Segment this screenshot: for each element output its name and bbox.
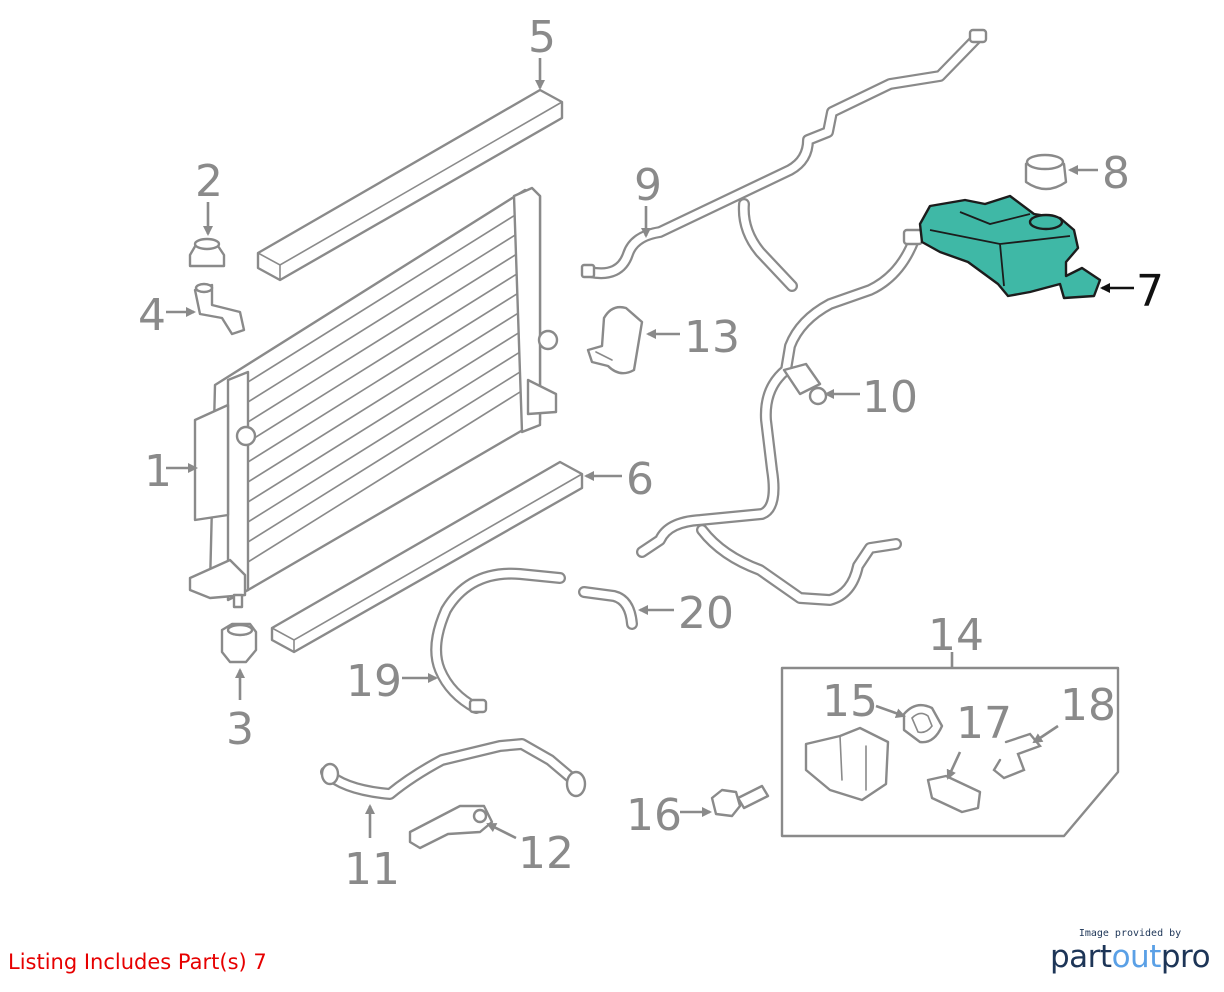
part-16-bolt: [710, 784, 770, 818]
part-1-radiator: [188, 186, 559, 609]
callout-13: 13: [684, 312, 740, 363]
callout-2: 2: [195, 156, 223, 207]
callout-6: 6: [626, 454, 654, 505]
part-10-hose: [636, 228, 924, 606]
callout-11: 11: [344, 844, 400, 895]
part-8-cap: [1024, 153, 1068, 191]
callout-18: 18: [1060, 680, 1116, 731]
brand-name-part1: part: [1050, 939, 1112, 975]
brand-wordmark: partoutpro: [1050, 939, 1211, 975]
part-4-bracket: [193, 282, 246, 336]
callout-labels: 5 2 4 1 3 6 7 8 9 10 13 20 19 11 12 16 1…: [138, 12, 1164, 895]
part-14-group: [780, 652, 1120, 838]
callout-3: 3: [226, 704, 254, 755]
part-11-hose: [320, 738, 587, 800]
brand-logo: Image provided by partoutpro: [1050, 928, 1211, 975]
part-2-cap: [188, 237, 226, 268]
callout-10: 10: [862, 372, 918, 423]
part-6-lower-seal: [270, 460, 584, 654]
callout-20: 20: [678, 588, 734, 639]
part-12-bracket: [408, 804, 494, 850]
callout-17: 17: [956, 698, 1012, 749]
brand-name-part3: pro: [1160, 939, 1211, 975]
callout-12: 12: [518, 828, 574, 879]
part-20-pipe: [578, 586, 638, 630]
callout-16: 16: [626, 790, 682, 841]
listing-includes-note: Listing Includes Part(s) 7: [8, 950, 267, 974]
callout-9: 9: [634, 160, 662, 211]
part-7-reservoir: [918, 194, 1102, 300]
part-19-hose: [430, 567, 566, 714]
part-3-mount: [220, 622, 258, 664]
part-9-tube: [580, 28, 988, 292]
callout-4: 4: [138, 290, 166, 341]
callout-1: 1: [144, 446, 172, 497]
image-provided-by-label: Image provided by: [1078, 928, 1182, 939]
callout-14: 14: [928, 610, 984, 661]
callout-8: 8: [1102, 148, 1130, 199]
callout-15: 15: [822, 676, 878, 727]
callout-5: 5: [528, 12, 556, 63]
callout-arrows: [166, 58, 1134, 840]
part-5-upper-seal: [256, 88, 564, 282]
callout-7: 7: [1136, 266, 1164, 317]
callout-19: 19: [346, 656, 402, 707]
brand-name-part2: out: [1111, 939, 1162, 975]
part-13-elbow: [586, 305, 644, 375]
